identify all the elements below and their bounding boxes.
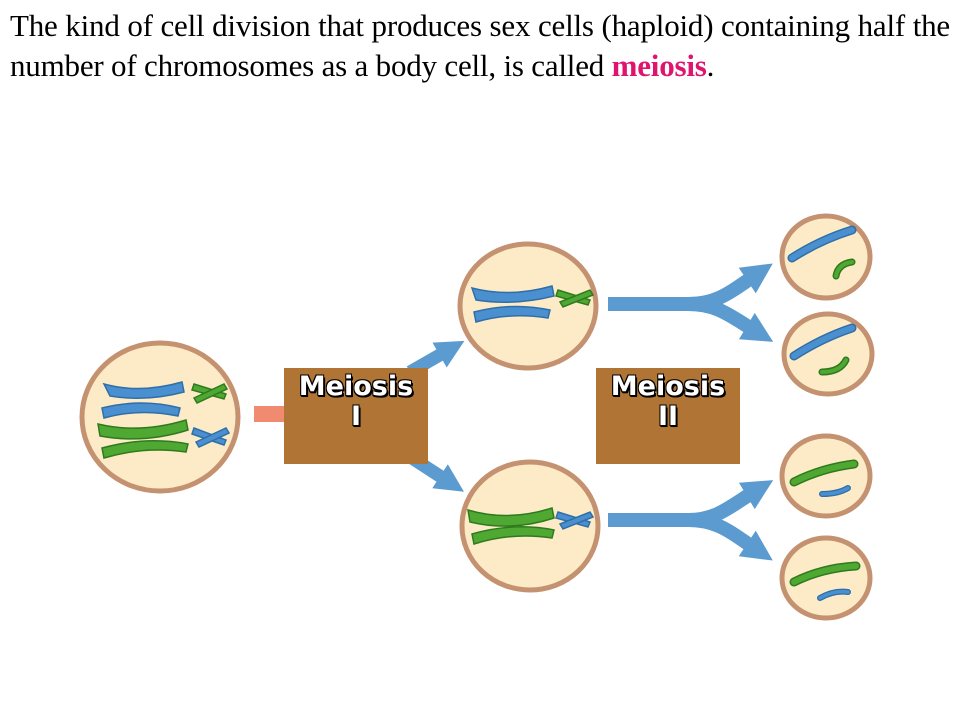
- parent-cell: [79, 340, 241, 494]
- caption: The kind of cell division that produces …: [10, 6, 950, 86]
- chromosome-blue: [470, 285, 555, 323]
- chromosome-green: [555, 289, 595, 308]
- caption-term: meiosis: [611, 48, 707, 83]
- stage-label-line1: Meiosis: [610, 371, 726, 402]
- daughter-cell-top: [457, 241, 599, 371]
- stage-label-line2: II: [657, 401, 679, 432]
- chromosome-green-small: [191, 383, 229, 404]
- daughter-cell-bottom: [459, 459, 601, 593]
- chromosome-blue-large: [101, 381, 185, 419]
- chromosome-green-large: [97, 419, 189, 459]
- fork-arrow-top: [608, 263, 774, 342]
- caption-end: .: [706, 48, 715, 83]
- stage-label-line2: I: [350, 401, 362, 432]
- caption-text: The kind of cell division that produces …: [10, 8, 950, 83]
- stage-box-meiosis-2: Meiosis II: [596, 368, 740, 464]
- chromosome-blue: [555, 511, 595, 530]
- haploid-cell-3: [779, 433, 873, 519]
- chromosome-blue-small: [191, 427, 231, 448]
- stage-box-meiosis-1: Meiosis I: [284, 368, 428, 464]
- haploid-cell-4: [779, 535, 873, 621]
- input-arrow: [254, 406, 288, 422]
- fork-arrow-bottom: [608, 480, 774, 561]
- chromosome-green: [467, 507, 555, 545]
- stage-label-line1: Meiosis: [298, 371, 414, 402]
- haploid-cell-1: [779, 213, 873, 301]
- haploid-cell-2: [781, 311, 875, 397]
